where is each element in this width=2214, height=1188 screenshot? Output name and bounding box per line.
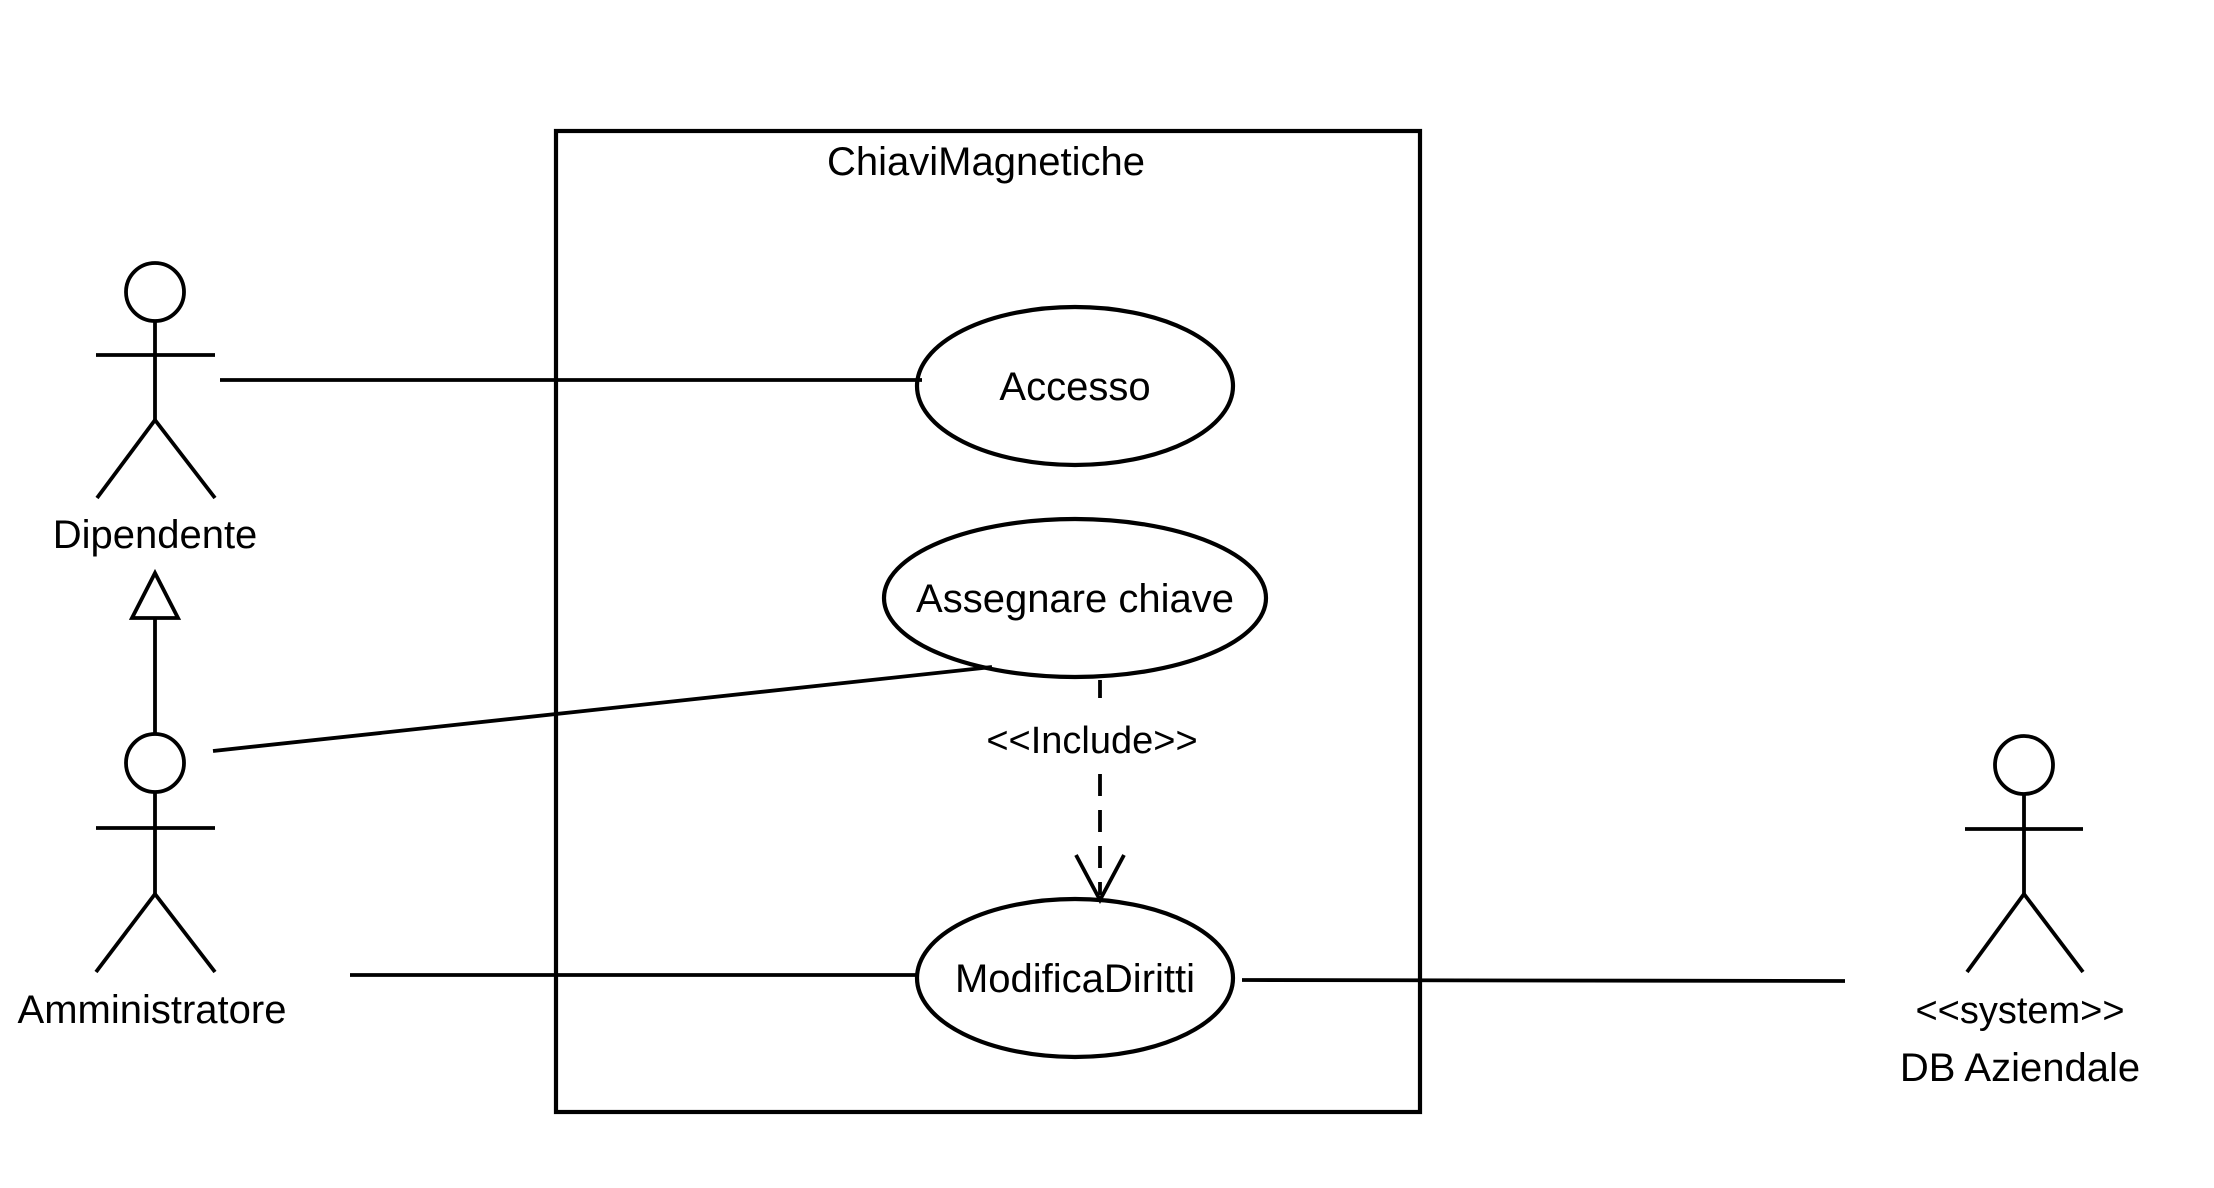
actor-amministratore: Amministratore [18, 732, 287, 1032]
stick-figure-icon [1965, 734, 2085, 974]
generalization-arrow [128, 568, 182, 733]
stick-figure-icon [95, 261, 217, 500]
include-dependency: <<Include>> [986, 680, 1198, 905]
use-case-assegnare-label: Assegnare chiave [916, 577, 1234, 621]
system-name: ChiaviMagnetiche [827, 140, 1145, 184]
association-modifica-db [1241, 978, 1846, 983]
system-boundary: ChiaviMagnetiche [553, 128, 1423, 1115]
association-amministratore-assegnare [212, 665, 993, 753]
actor-amministratore-label: Amministratore [18, 988, 287, 1032]
use-case-modifica-label: ModificaDiritti [955, 957, 1195, 1001]
use-case-accesso: Accesso [914, 304, 1236, 468]
actor-db-aziendale: <<system>> DB Aziendale [1900, 734, 2140, 1090]
use-case-modifica-diritti: ModificaDiritti [914, 896, 1236, 1060]
actor-dipendente-label: Dipendente [53, 513, 258, 557]
include-label: <<Include>> [986, 720, 1197, 762]
use-case-assegnare-chiave: Assegnare chiave [881, 516, 1269, 680]
actor-db-name: DB Aziendale [1900, 1046, 2140, 1090]
generalization-triangle [128, 568, 182, 620]
use-case-accesso-label: Accesso [999, 365, 1150, 409]
actor-db-stereotype: <<system>> [1915, 990, 2124, 1032]
actor-dipendente: Dipendente [53, 261, 258, 557]
stick-figure-icon [94, 732, 217, 974]
